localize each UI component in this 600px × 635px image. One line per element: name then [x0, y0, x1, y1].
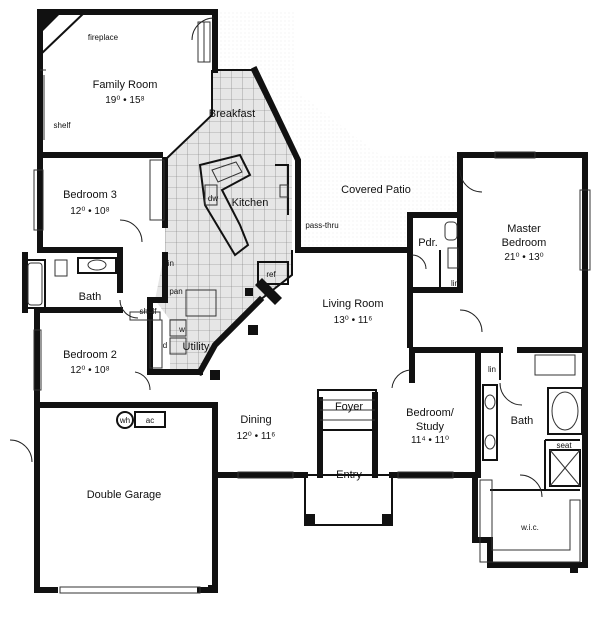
entry-porch: [304, 474, 393, 526]
bedroom2-label: Bedroom 2: [63, 349, 117, 361]
hall-shelf-label: shelf: [140, 307, 158, 316]
double-garage-label: Double Garage: [87, 489, 162, 501]
bedroom3-dims: 12⁰ • 10⁸: [70, 206, 110, 217]
powder-room-fixtures: [444, 221, 459, 269]
covered-patio-label: Covered Patio: [341, 184, 411, 196]
fireplace-hearth: [40, 12, 62, 34]
master-bedroom-label-line2: Bedroom: [502, 237, 547, 249]
foyer-steps: [317, 389, 377, 431]
kitchen-tile-floor: [155, 70, 292, 372]
bedroom2-dims: 12⁰ • 10⁸: [70, 365, 110, 376]
linen-closet-label: lin: [166, 259, 174, 268]
family-room-windows: [40, 21, 211, 140]
family-shelf-label: shelf: [54, 121, 72, 130]
living-room-dims: 13⁰ • 11⁶: [334, 315, 373, 326]
breakfast-label: Breakfast: [209, 108, 255, 120]
dryer-label: d: [163, 341, 167, 350]
walk-in-closet-shelving: [479, 479, 581, 563]
family-room-label: Family Room: [93, 79, 158, 91]
washer-label: w: [178, 325, 185, 334]
walk-in-closet-label: w.i.c.: [520, 523, 539, 532]
utility-label: Utility: [183, 341, 210, 353]
pantry-label: pan: [169, 287, 182, 296]
pass-thru-label: pass-thru: [305, 221, 338, 230]
entry-label: Entry: [336, 469, 362, 481]
powder-room-label: Pdr.: [418, 237, 438, 249]
master-bedroom-dims: 21⁰ • 13⁰: [504, 252, 543, 263]
windows: [33, 151, 591, 594]
pdr-linen-label: lin: [451, 279, 459, 288]
dishwasher-label: dw: [208, 194, 218, 203]
door-swings: [9, 17, 543, 498]
water-heater-label: wh: [119, 416, 130, 425]
hall-bath-fixtures: [24, 257, 117, 309]
utility-appliances: [169, 289, 217, 355]
master-bath-label: Bath: [511, 415, 534, 427]
interior-walls: [34, 69, 588, 491]
covered-patio-floor: [215, 12, 460, 250]
living-room-label: Living Room: [322, 298, 383, 310]
bath-label: Bath: [79, 291, 102, 303]
refrigerator-label: ref: [266, 270, 276, 279]
dining-label: Dining: [240, 414, 271, 426]
foyer-label: Foyer: [335, 401, 363, 413]
bedroom3-label: Bedroom 3: [63, 189, 117, 201]
master-bath-fixtures: [482, 354, 583, 487]
ac-unit: [134, 411, 166, 428]
master-bedroom-label-line1: Master: [507, 223, 541, 235]
kitchen-island: [198, 153, 252, 257]
master-bath-linen-label: lin: [488, 365, 496, 374]
bedroom-study-label-line2: Study: [416, 421, 445, 433]
bedroom3-closet: [149, 159, 165, 221]
kitchen-counters: [255, 164, 289, 305]
seat-label: seat: [556, 441, 572, 450]
kitchen-label: Kitchen: [232, 197, 269, 209]
bedroom-study-label-line1: Bedroom/: [406, 407, 455, 419]
fireplace-label: fireplace: [88, 33, 119, 42]
bedroom-study-dims: 11⁴ • 11⁰: [411, 435, 449, 446]
exterior-walls: [22, 9, 588, 593]
dining-dims: 12⁰ • 11⁶: [237, 431, 276, 442]
water-heater: [116, 411, 134, 429]
ac-label: ac: [146, 416, 154, 425]
family-room-dims: 19⁰ • 15⁸: [105, 95, 145, 106]
